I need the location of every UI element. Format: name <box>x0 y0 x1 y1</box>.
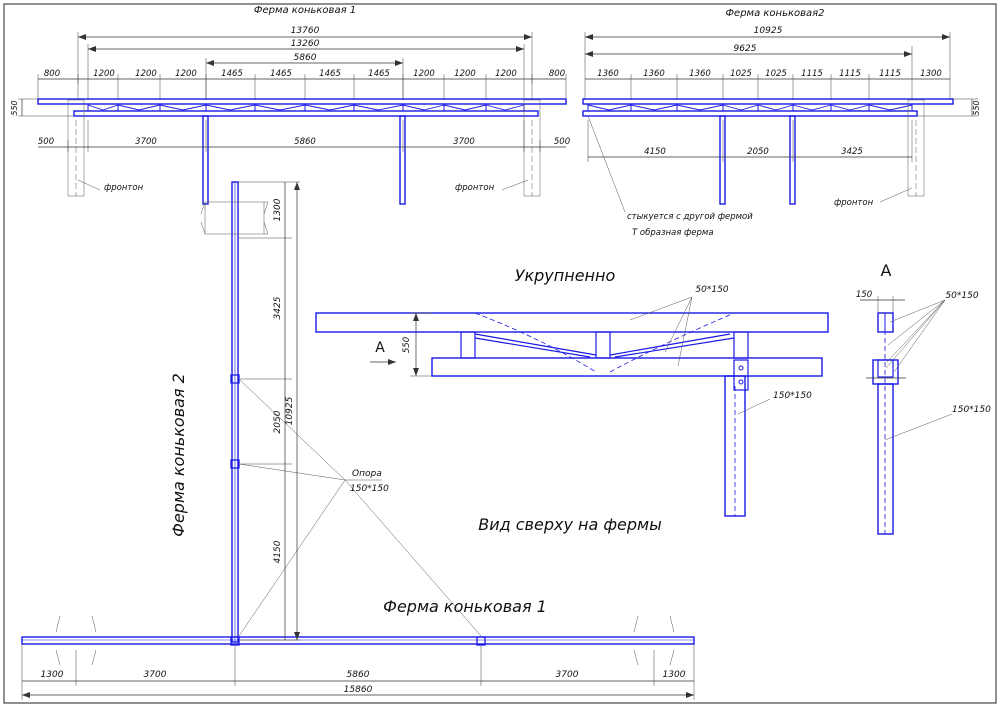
truss1-seg-6: 1465 <box>270 69 292 79</box>
truss1-seg-7: 1465 <box>319 69 341 79</box>
truss1-dim-bottom: 500 3700 5860 3700 500 <box>38 120 570 152</box>
truss2-body <box>582 98 954 205</box>
plan-bot-3700-right: 3700 <box>556 670 579 680</box>
plan-truss2-label: Ферма коньковая 2 <box>169 373 188 537</box>
detail-member-label: 50*150 <box>695 285 728 295</box>
truss1-title: Ферма коньковая 1 <box>254 5 356 16</box>
truss2-bot-2050: 2050 <box>747 147 769 157</box>
section-a-dim-150: 150 <box>856 290 872 300</box>
truss2-title: Ферма коньковая2 <box>725 8 824 19</box>
truss2-dim-overall: 10925 9625 <box>584 26 951 100</box>
support-post-4 <box>476 636 486 646</box>
truss1-dim-overall: 13760 13260 5860 <box>77 26 533 100</box>
truss1-seg-3: 1200 <box>135 69 157 79</box>
truss2-dim-550: 550 <box>972 100 981 115</box>
truss1-dim-row: 800 1200 1200 1200 1465 1465 1465 1465 1… <box>37 69 567 100</box>
plan-title: Вид сверху на фермы <box>478 515 662 534</box>
truss2-seg-5: 1025 <box>765 69 787 79</box>
detail-section-marker: А <box>375 340 385 356</box>
truss1-seg-8: 1465 <box>368 69 390 79</box>
plan-bot-3700-left: 3700 <box>144 670 167 680</box>
plan-view: Вид сверху на фермы Опора 150*150 Ферма … <box>21 181 695 700</box>
truss1-bot-3700-left: 3700 <box>135 137 157 147</box>
truss1-bot-3700-right: 3700 <box>453 137 475 147</box>
truss1-dim-13760: 13760 <box>291 26 320 36</box>
section-a-member-label: 50*150 <box>945 291 978 301</box>
truss2-dim-10925: 10925 <box>754 26 783 36</box>
detail-title: Укрупненно <box>515 266 616 285</box>
detail-dim-550: 550 <box>402 337 412 353</box>
truss2-note-joint: стыкуется с другой фермой <box>627 212 753 222</box>
truss1-dim-5860: 5860 <box>294 53 317 63</box>
truss2-seg-3: 1360 <box>689 69 711 79</box>
truss2-dim-row: 1360 1360 1360 1025 1025 1115 1115 1115 … <box>585 69 950 100</box>
plan-dim-1300: 1300 <box>273 198 283 221</box>
plan-support-label: Опора <box>352 469 382 479</box>
truss2-seg-2: 1360 <box>643 69 665 79</box>
truss2-note-tshape: Т образная ферма <box>632 228 714 238</box>
plan-bot-15860: 15860 <box>344 685 373 695</box>
sheet-border <box>3 3 997 704</box>
truss1-body <box>37 98 567 205</box>
truss1-dim-550: 550 <box>10 100 19 115</box>
truss2-dim-9625: 9625 <box>734 44 757 54</box>
truss2-dim-bottom: 4150 2050 3425 <box>587 120 913 162</box>
truss2-elevation: Ферма коньковая2 10925 9625 1360 1360 13… <box>582 8 981 238</box>
section-a: А 150 50*150 150*150 <box>856 261 991 535</box>
truss2-gable: фронтон <box>834 99 925 208</box>
plan-bot-5860: 5860 <box>347 670 370 680</box>
truss1-seg-2: 1200 <box>93 69 115 79</box>
detail-enlarged: Укрупненно 550 А 50*150 150*150 <box>315 266 829 517</box>
truss1-bot-500-left: 500 <box>38 137 54 147</box>
support-post-3 <box>230 636 240 646</box>
plan-dim-10925: 10925 <box>285 396 295 425</box>
truss1-bot-5860: 5860 <box>294 137 316 147</box>
truss2-bot-4150: 4150 <box>644 147 666 157</box>
section-a-post-label: 150*150 <box>952 405 991 415</box>
truss1-seg-11: 1200 <box>495 69 517 79</box>
truss1-seg-1: 800 <box>44 69 60 79</box>
truss1-gable-right: фронтон <box>455 183 495 193</box>
truss1-seg-10: 1200 <box>454 69 476 79</box>
plan-support-size: 150*150 <box>350 484 389 494</box>
truss2-seg-6: 1115 <box>801 69 823 79</box>
plan-dim-bottom: 1300 3700 5860 3700 1300 15860 <box>21 644 695 700</box>
plan-truss1-label: Ферма коньковая 1 <box>383 597 547 616</box>
plan-bot-1300-right: 1300 <box>663 670 686 680</box>
truss1-dim-13260: 13260 <box>291 39 320 49</box>
truss1-gable-left: фронтон <box>104 183 144 193</box>
plan-bot-1300-left: 1300 <box>41 670 64 680</box>
plan-dim-4150: 4150 <box>273 540 283 563</box>
truss2-seg-9: 1300 <box>920 69 942 79</box>
truss1-bot-500-right: 500 <box>554 137 570 147</box>
plan-dim-2050: 2050 <box>273 410 283 433</box>
plan-dim-3425: 3425 <box>273 296 283 319</box>
truss1-seg-12: 800 <box>549 69 565 79</box>
truss2-seg-7: 1115 <box>839 69 861 79</box>
truss2-bot-3425: 3425 <box>841 147 863 157</box>
truss1-seg-4: 1200 <box>175 69 197 79</box>
truss2-seg-8: 1115 <box>879 69 901 79</box>
plan-dim-vertical: 1300 3425 2050 4150 10925 <box>238 181 300 641</box>
detail-post-label: 150*150 <box>773 391 812 401</box>
truss2-seg-4: 1025 <box>730 69 752 79</box>
truss2-seg-1: 1360 <box>597 69 619 79</box>
truss1-seg-5: 1465 <box>221 69 243 79</box>
truss1-seg-9: 1200 <box>413 69 435 79</box>
truss1-gables: фронтон фронтон <box>67 99 541 197</box>
truss2-gable-label: фронтон <box>834 198 874 208</box>
section-a-title: А <box>881 261 892 280</box>
truss1-elevation: Ферма коньковая 1 13760 13260 5860 <box>10 5 570 205</box>
